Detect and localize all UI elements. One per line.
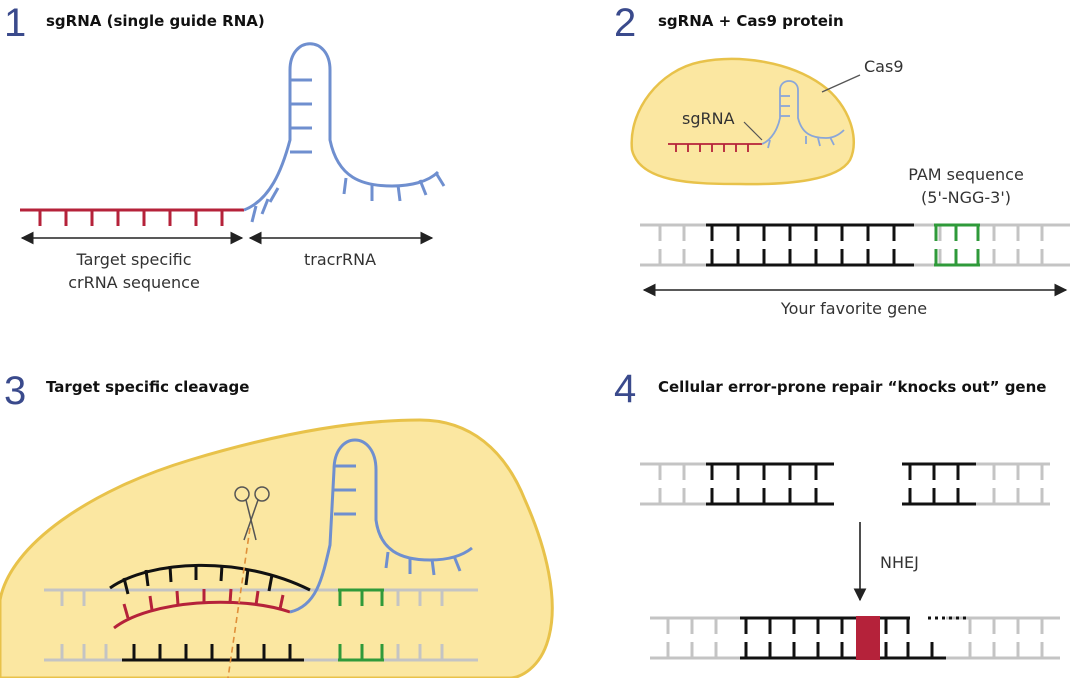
- sgrna-leader-line: [743, 121, 763, 141]
- bound-crrna: [113, 588, 291, 630]
- panel-2: 2 sgRNA + Cas9 protein Cas9 s: [614, 1, 1070, 318]
- cas9-protein: [630, 57, 855, 186]
- pam-label-line1: PAM sequence: [908, 165, 1024, 184]
- nhej-label: NHEJ: [880, 553, 919, 572]
- panel-1-number: 1: [4, 1, 26, 45]
- bottom-target-strand: [122, 644, 304, 662]
- bound-tracrrna: [289, 438, 473, 614]
- cas9-leader-line: [821, 74, 861, 93]
- cleavage-line: [227, 527, 251, 678]
- panel-4-number: 4: [614, 367, 636, 411]
- tracrrna-label: tracrRNA: [304, 250, 376, 269]
- tracrrna-strand: [243, 42, 446, 223]
- pam-site-bound: [338, 588, 384, 662]
- repaired-dna: [650, 616, 1060, 660]
- broken-dna: [640, 462, 1050, 506]
- sgrna-label: sgRNA: [682, 109, 735, 128]
- panel-4: 4 Cellular error-prone repair “knocks ou…: [614, 367, 1060, 660]
- panel-4-title: Cellular error-prone repair “knocks out”…: [658, 378, 1046, 396]
- target-sequence: [706, 223, 914, 267]
- crrna-label-line1: Target specific: [75, 250, 191, 269]
- pam-site: [934, 223, 980, 267]
- displaced-target-strand: [109, 563, 311, 595]
- panel-1: 1 sgRNA (single guide RNA): [4, 1, 446, 292]
- panel-2-title: sgRNA + Cas9 protein: [658, 12, 844, 30]
- indel-mutation: [856, 616, 880, 660]
- panel-3-number: 3: [4, 369, 26, 413]
- panel-3: 3 Target specific cleavage: [0, 369, 554, 678]
- crrna-strand: [20, 208, 244, 226]
- mini-tracrrna: [761, 80, 845, 149]
- mini-crrna: [668, 143, 762, 152]
- pam-label-line2: (5'-NGG-3'): [921, 188, 1011, 207]
- panel-1-title: sgRNA (single guide RNA): [46, 12, 265, 30]
- cas9-protein-large: [0, 418, 554, 678]
- panel-3-title: Target specific cleavage: [46, 378, 249, 396]
- cas9-label: Cas9: [864, 57, 904, 76]
- dna-double-strand: [640, 223, 1070, 267]
- gene-label: Your favorite gene: [780, 299, 927, 318]
- crrna-label-line2: crRNA sequence: [68, 273, 200, 292]
- panel-2-number: 2: [614, 1, 636, 45]
- scissors-icon: [234, 486, 270, 541]
